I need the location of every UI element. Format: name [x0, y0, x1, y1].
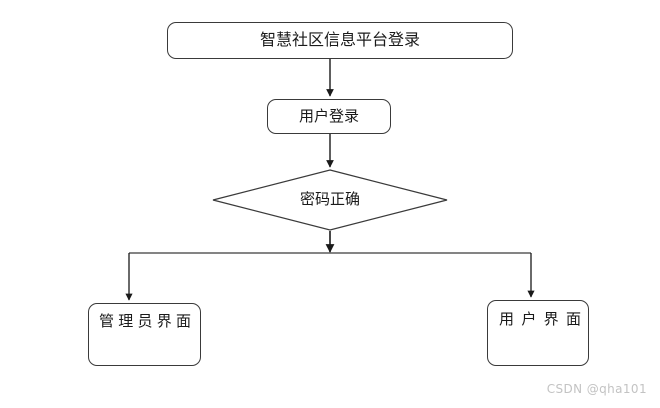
node-user-interface[interactable]: 用户界面 — [487, 300, 589, 366]
decision-diamond-shape — [212, 169, 448, 231]
node-admin-interface[interactable]: 管理员界面 — [88, 303, 201, 366]
node-admin-interface-label: 管理员界面 — [99, 313, 191, 330]
node-user-login-label: 用户登录 — [298, 107, 359, 125]
node-user-interface-label: 用户界面 — [499, 311, 581, 328]
node-platform-login-title[interactable]: 智慧社区信息平台登录 — [167, 22, 513, 59]
node-platform-login-title-label: 智慧社区信息平台登录 — [259, 31, 420, 49]
node-user-login[interactable]: 用户登录 — [267, 99, 391, 134]
csdn-watermark: CSDN @qha101 — [546, 382, 647, 396]
